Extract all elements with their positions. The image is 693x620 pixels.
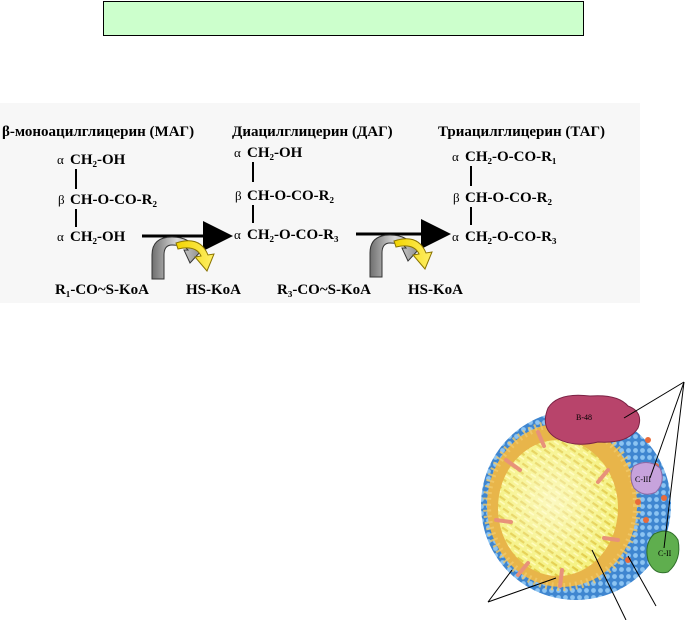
chylomicron-illustration: B-48 C-III C-II (481, 381, 685, 620)
dag-row-1: CH₂-OH (247, 145, 303, 161)
mag-pos-3: α (57, 229, 64, 244)
dag-pos-3: α (234, 227, 241, 242)
reaction-2-arrows: R₃-CO~S-KoA HS-KoA (277, 219, 463, 298)
tag-pos-3: α (452, 229, 459, 244)
tag-row-3: CH₂-O-CO-R₃ (465, 229, 557, 245)
mag-structure: α CH₂-OH β CH-O-CO-R₂ α CH₂-OH (57, 152, 157, 245)
cholesterol-molecules (494, 430, 620, 588)
dag-row-2: CH-O-CO-R₂ (247, 188, 334, 204)
dag-pos-1: α (234, 145, 241, 160)
tag-structure: α CH₂-O-CO-R₁ β CH-O-CO-R₂ α CH₂-O-CO-R₃ (452, 149, 557, 245)
reaction-scheme-background (0, 103, 640, 303)
mag-row-3: CH₂-OH (70, 229, 126, 245)
dag-title: Диацилглицерин (ДАГ) (232, 124, 393, 140)
apoprotein-pointer-lines (623, 381, 685, 549)
reaction-1-product-arrow-icon (175, 240, 215, 272)
reaction-1-product: HS-KoA (186, 282, 241, 298)
reaction-1-substrate: R₁-CO~S-KoA (55, 282, 149, 298)
mag-title: β-моноацилглицерин (МАГ) (2, 124, 194, 140)
apoprotein-b48 (544, 394, 641, 445)
acylglycerol-synthesis-scheme: β-моноацилглицерин (МАГ) Диацилглицерин … (2, 124, 605, 298)
tag-pos-1: α (452, 149, 459, 164)
header-banner-box (103, 1, 584, 36)
apoprotein-c2-label: C-II (658, 549, 672, 558)
apoprotein-c3-label: C-III (635, 475, 651, 484)
mag-row-1: CH₂-OH (70, 152, 126, 168)
mag-pos-2: β (58, 192, 65, 207)
dag-structure: α CH₂-OH β CH-O-CO-R₂ α CH₂-O-CO-R₃ (234, 145, 339, 243)
apoprotein-c2 (646, 530, 680, 574)
apoprotein-c3 (630, 462, 663, 495)
tag-row-1: CH₂-O-CO-R₁ (465, 149, 556, 165)
component-pointer-lines (487, 549, 657, 620)
mag-pos-1: α (57, 152, 64, 167)
tag-title: Триацилглицерин (ТАГ) (438, 124, 605, 140)
reaction-2-product: HS-KoA (408, 282, 463, 298)
reaction-2-substrate: R₃-CO~S-KoA (277, 282, 371, 298)
tag-row-2: CH-O-CO-R₂ (465, 190, 552, 206)
reaction-1-arrows: R₁-CO~S-KoA HS-KoA (55, 221, 241, 298)
apoprotein-b48-label: B-48 (576, 413, 592, 422)
mag-row-2: CH-O-CO-R₂ (70, 192, 157, 208)
tag-pos-2: β (453, 190, 460, 205)
dag-pos-2: β (235, 188, 242, 203)
dag-row-3: CH₂-O-CO-R₃ (247, 227, 339, 243)
reaction-2-product-arrow-icon (393, 238, 433, 270)
